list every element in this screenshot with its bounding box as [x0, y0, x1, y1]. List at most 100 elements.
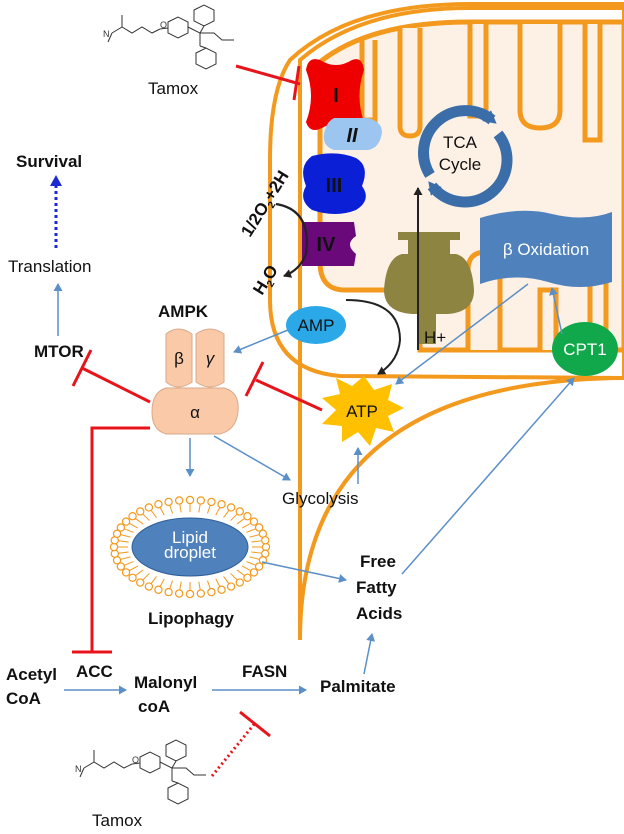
- amp-activates-ampk: [233, 329, 289, 354]
- outer-membrane: [298, 6, 624, 641]
- ffa-to-cpt1-arrow: [401, 377, 575, 575]
- fasn-label: FASN: [242, 662, 287, 681]
- lipid-head: [235, 578, 244, 587]
- atp-synthase: H+: [384, 187, 474, 350]
- survival-label: Survival: [16, 152, 82, 171]
- tamoxifen-bottom-label: Tamox: [92, 811, 143, 830]
- lipid-head: [254, 562, 264, 571]
- ampk: AMPK β γ α: [151, 302, 239, 435]
- lipid-head: [154, 500, 163, 509]
- lipid-head: [217, 500, 226, 509]
- lipid-head: [243, 512, 252, 521]
- lipid-head: [112, 529, 122, 538]
- complex-iv-label: IV: [317, 234, 337, 256]
- amp-label: AMP: [298, 316, 335, 335]
- tamoxifen-inhibits-fasn: [210, 721, 258, 777]
- lipid-head: [196, 589, 206, 598]
- translation-label: Translation: [8, 257, 91, 276]
- lipid-head: [121, 568, 131, 577]
- cpt1-node: [552, 322, 618, 376]
- lipid-head: [144, 582, 154, 591]
- tamoxifen-bottom: N O Tamox: [75, 710, 271, 830]
- ampk-to-glycolysis-arrow: [213, 435, 291, 481]
- ampk-alpha-subunit: [151, 387, 239, 435]
- lipid-head: [226, 582, 236, 591]
- tamoxifen-structure-top: [107, 4, 234, 70]
- atp: ATP: [322, 376, 404, 446]
- lipid-droplet-label-line1: Lipid: [172, 528, 208, 547]
- svg-text:O: O: [160, 20, 167, 30]
- lipid-head: [235, 507, 244, 516]
- atp-inhibits-ampk: [244, 361, 323, 412]
- complex-ii-label: II: [346, 125, 358, 147]
- oxygen-reduction: 1/2O2+2H H2O: [237, 167, 308, 300]
- complex-iii-shape: [303, 153, 366, 214]
- lipid-head: [226, 503, 236, 512]
- complex-ii-shape: [323, 118, 382, 150]
- tamoxifen-inhibits-complex-i: [235, 64, 301, 101]
- lipophagy-label: Lipophagy: [148, 609, 234, 628]
- acc-label: ACC: [76, 662, 113, 681]
- lipid-head: [154, 585, 163, 594]
- svg-text:O: O: [132, 755, 139, 765]
- acetyl-coa-line2: CoA: [6, 689, 41, 708]
- svg-text:N: N: [75, 764, 82, 774]
- lipid-head: [207, 587, 216, 597]
- lipophagy-to-ffa-arrow: [261, 561, 347, 583]
- beta-oxidation-label: β Oxidation: [503, 240, 589, 259]
- tca-arrow-top: [418, 105, 497, 178]
- beta-oxidation-to-atp-arrow: [395, 283, 529, 385]
- tamoxifen-structure-bottom: [79, 739, 206, 805]
- lipid-head: [261, 536, 270, 545]
- lipophagy: Lipid droplet Lipophagy: [109, 495, 271, 628]
- lipid-head: [116, 562, 126, 571]
- water-label: H2O: [249, 262, 284, 300]
- ffa-label-line1: Free: [360, 552, 396, 571]
- lipid-head: [128, 573, 137, 582]
- complex-ii: II: [323, 118, 382, 150]
- tamoxifen-top: N O Tamox: [103, 4, 301, 101]
- beta-oxidation: β Oxidation: [480, 210, 612, 287]
- lipid-head: [196, 496, 206, 505]
- oxygen-reduction-arrow: [275, 202, 308, 278]
- lipid-head: [136, 507, 145, 516]
- tca-label-line1: TCA: [443, 133, 478, 152]
- lipid-droplet-label-line2: droplet: [164, 543, 216, 562]
- cpt1-to-beta-oxidation-arrow: [549, 287, 563, 335]
- ampk-beta-label: β: [174, 349, 184, 368]
- palmitate-to-ffa-arrow: [363, 633, 376, 675]
- complex-iii: III: [303, 153, 366, 214]
- lipid-head: [116, 523, 126, 532]
- lipid-droplet: [131, 517, 249, 577]
- complex-i: I: [306, 59, 364, 130]
- palmitate-label: Palmitate: [320, 677, 396, 696]
- ffa-label-line3: Acids: [356, 604, 402, 623]
- lipid-head: [109, 542, 119, 552]
- lipid-head: [185, 495, 195, 505]
- tamoxifen-top-label: Tamox: [148, 79, 199, 98]
- lipid-head: [254, 523, 264, 532]
- lipid-head: [164, 587, 173, 597]
- lipid-head: [207, 497, 216, 507]
- ampk-inhibits-mtor: [71, 349, 151, 404]
- malonyl-coa-line2: coA: [138, 697, 170, 716]
- ampk-alpha-label: α: [190, 403, 200, 422]
- lipid-head: [128, 512, 137, 521]
- ampk-gamma-label: γ: [206, 349, 216, 368]
- complex-i-label: I: [333, 85, 339, 107]
- lipid-head: [110, 549, 119, 558]
- ampk-label: AMPK: [158, 302, 209, 321]
- lipid-head: [243, 573, 252, 582]
- lipid-bilayer: [109, 495, 271, 599]
- lipid-head: [121, 517, 131, 526]
- acetyl-coa-line1: Acetyl: [6, 665, 57, 684]
- atp-synthase-to-atp-arrow: [345, 299, 402, 375]
- ampk-gamma-subunit: [195, 328, 225, 388]
- atp-label: ATP: [346, 402, 378, 421]
- beta-oxidation-banner: [480, 210, 612, 287]
- ampk-inhibits-acc: [72, 426, 150, 654]
- mtor-label: MTOR: [34, 342, 84, 361]
- cpt1: CPT1: [552, 322, 618, 376]
- ampk-beta-subunit: [165, 328, 193, 388]
- complex-i-shape: [306, 59, 364, 130]
